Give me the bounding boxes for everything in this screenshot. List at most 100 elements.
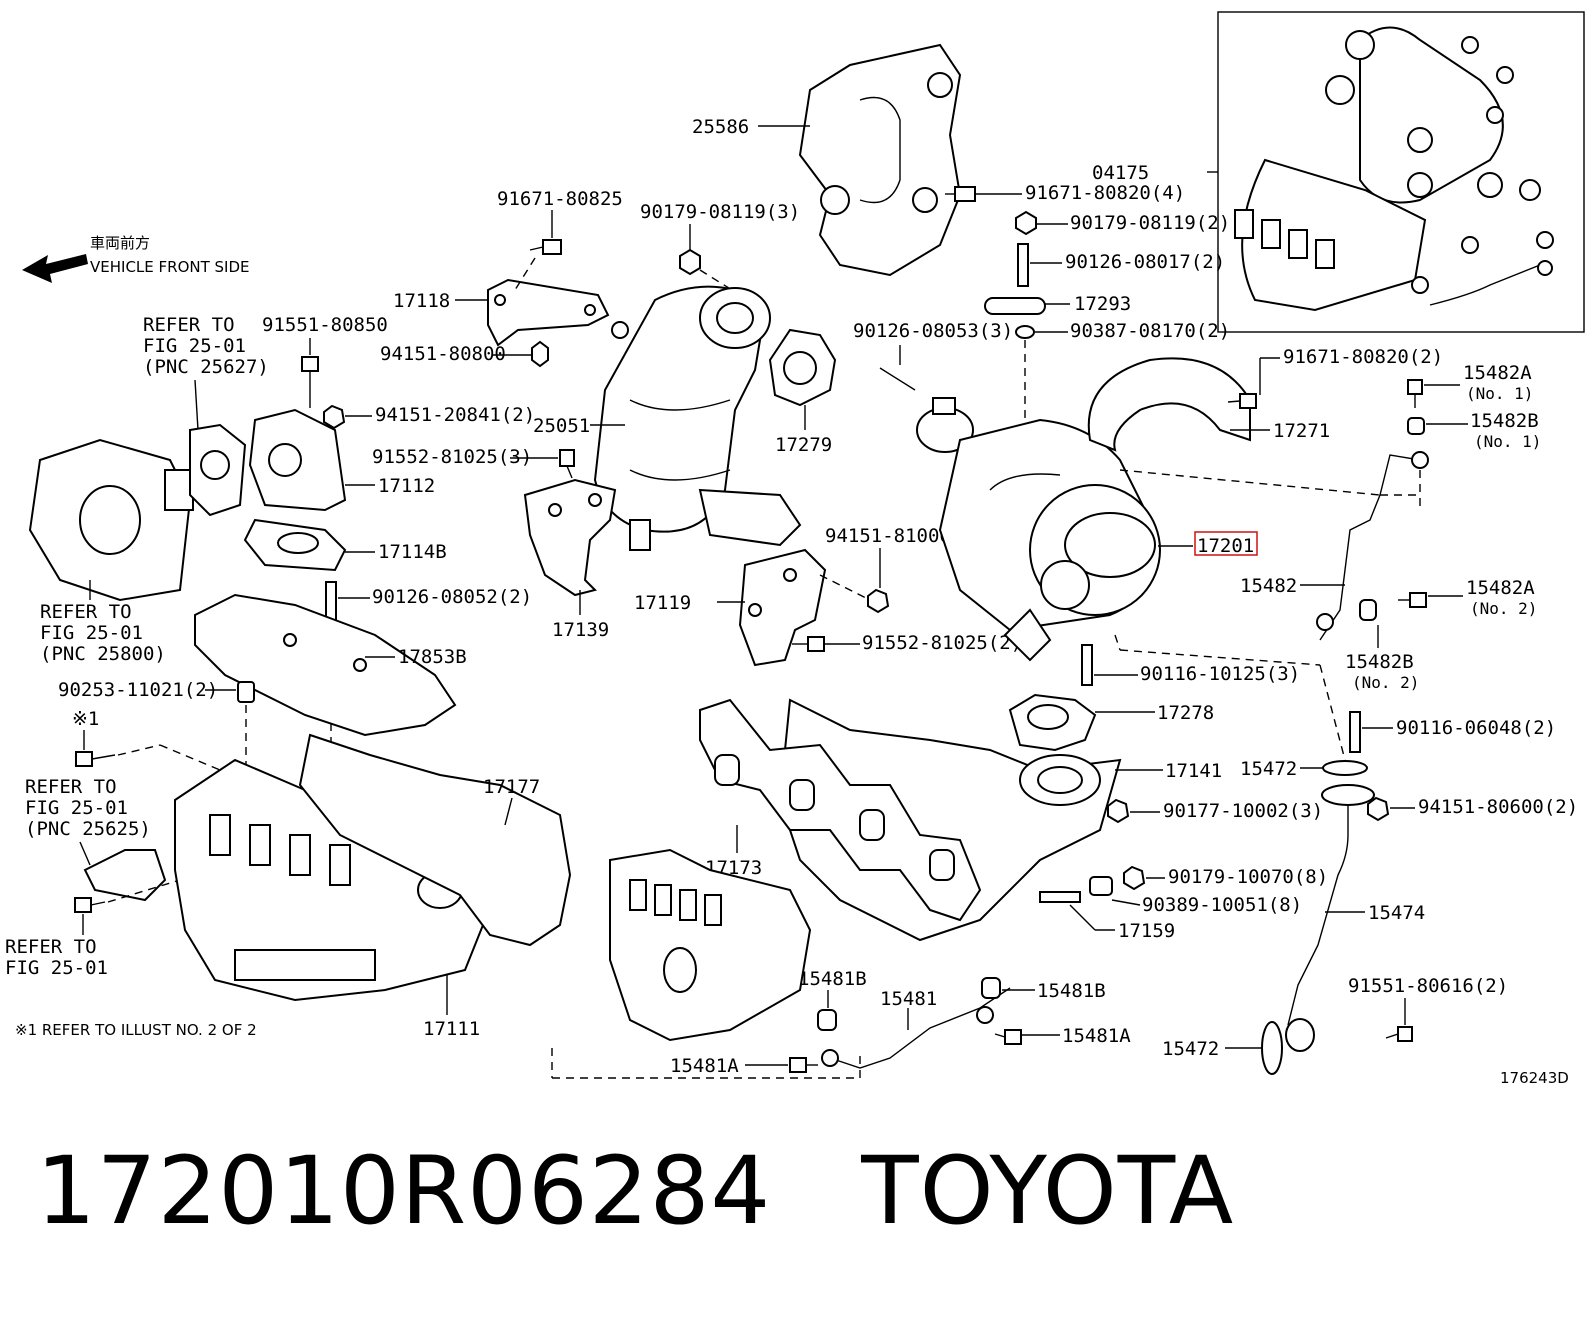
throttle-body-17112 — [248, 408, 347, 512]
turbocharger-17201 — [916, 397, 1161, 662]
stud-90126-08017-2 — [1017, 243, 1029, 287]
bracket-17118 — [487, 278, 610, 347]
label-17279: 17279 — [775, 434, 832, 456]
label-17201-highlight — [1194, 531, 1258, 556]
bolt-91671-80820-4 — [945, 186, 976, 202]
refer-3-line2: FIG 25-01 — [25, 797, 128, 819]
label-17141: 17141 — [1165, 760, 1222, 782]
label-17278: 17278 — [1157, 702, 1214, 724]
refer-4-line2: FIG 25-01 — [5, 957, 108, 979]
refer-mark-1: ※1 — [72, 708, 99, 730]
label-15472-upper: 15472 — [1240, 758, 1297, 780]
gasket-25627 — [189, 423, 247, 517]
refer-1-line2: FIG 25-01 — [143, 335, 246, 357]
dowel-90253-11021 — [237, 681, 255, 703]
vehicle-front-english: VEHICLE FRONT SIDE — [90, 258, 250, 276]
bracket-25625 — [83, 849, 167, 902]
label-17118: 17118 — [393, 290, 450, 312]
label-91552-81025-3: 91552-81025(3) — [372, 446, 532, 468]
label-17159: 17159 — [1118, 920, 1175, 942]
label-25051: 25051 — [533, 415, 590, 437]
label-94151-81000: 94151-81000 — [825, 525, 951, 547]
label-94151-80800: 94151-80800 — [380, 343, 506, 365]
label-91671-80820-4: 91671-80820(4) — [1025, 182, 1185, 204]
gasket-17279 — [768, 328, 837, 407]
label-90179-08119-2: 90179-08119(2) — [1070, 212, 1230, 234]
label-91552-81025-2: 91552-81025(2) — [862, 632, 1022, 654]
oil-pipe-15482 — [1316, 451, 1429, 641]
insulator-17271 — [1087, 357, 1251, 452]
refer-2-line1: REFER TO — [40, 601, 132, 623]
label-17853B: 17853B — [398, 646, 467, 668]
label-15474: 15474 — [1368, 902, 1425, 924]
egr-valve-left — [28, 438, 194, 602]
caption: 172010R06284 TOYOTA — [36, 1132, 1234, 1252]
bolt-91671-80820-2 — [1227, 393, 1257, 409]
gasket-17114B — [243, 518, 347, 572]
label-90389-10051-8: 90389-10051(8) — [1142, 894, 1302, 916]
label-15482B-no2: 15482B — [1345, 651, 1414, 673]
heat-shield-25586 — [798, 43, 962, 277]
bolt-91671-80825 — [529, 239, 562, 255]
washer-90387-08170-2 — [1015, 325, 1035, 339]
label-90179-08119-3: 90179-08119(3) — [640, 201, 800, 223]
exhaust-manifold-17141 — [778, 698, 1122, 942]
refer-1-line1: REFER TO — [143, 314, 235, 336]
bolt-15482A-no2 — [1398, 592, 1427, 608]
stud-90126-08053 — [879, 367, 916, 391]
label-90179-10070-8: 90179-10070(8) — [1168, 866, 1328, 888]
vehicle-front-arrow-icon — [22, 254, 88, 283]
bracket-17139 — [523, 478, 617, 597]
nut-90179-10070 — [1123, 865, 1146, 891]
label-15481A-right: 15481A — [1062, 1025, 1131, 1047]
label-17271: 17271 — [1273, 420, 1330, 442]
label-15482A-no1-sub: (No. 1) — [1466, 384, 1533, 403]
label-94151-80600-2: 94151-80600(2) — [1418, 796, 1578, 818]
label-25586: 25586 — [692, 116, 749, 138]
gasket-15481B-left — [817, 1009, 837, 1031]
label-15481B-left: 15481B — [798, 968, 867, 990]
oil-pipe-15481 — [821, 987, 1011, 1069]
nut-90179-08119-2 — [1015, 210, 1037, 236]
gasket-17177 — [298, 733, 572, 947]
label-90387-08170-2: 90387-08170(2) — [1070, 320, 1230, 342]
refer-4-line1: REFER TO — [5, 936, 97, 958]
engine-block — [609, 848, 812, 1042]
gasket-17278 — [1008, 693, 1097, 752]
gasket-15482B-no2 — [1359, 599, 1377, 621]
label-15482A-no1: 15482A — [1463, 362, 1532, 384]
nut-90179-08119-3 — [679, 248, 701, 276]
label-17177: 17177 — [483, 776, 540, 798]
caption-brand: TOYOTA — [861, 1137, 1235, 1246]
label-17201: 17201 — [1197, 535, 1254, 557]
label-90116-06048-2: 90116-06048(2) — [1396, 717, 1556, 739]
label-90126-08017-2: 90126-08017(2) — [1065, 251, 1225, 273]
gasket-15472-upper — [1322, 760, 1368, 776]
gasket-17173 — [699, 698, 982, 922]
label-17114B: 17114B — [378, 541, 447, 563]
label-15481: 15481 — [880, 988, 937, 1010]
bolt-15481A-right — [994, 1029, 1022, 1045]
label-15482: 15482 — [1240, 575, 1297, 597]
stud-17159 — [1039, 891, 1081, 903]
inset-gasket-kit — [1217, 11, 1585, 333]
refer-3-line1: REFER TO — [25, 776, 117, 798]
label-91671-80820-2: 91671-80820(2) — [1283, 346, 1443, 368]
stud-90116-06048 — [1349, 711, 1361, 753]
label-15472-lower: 15472 — [1162, 1038, 1219, 1060]
label-17293: 17293 — [1074, 293, 1131, 315]
label-91551-80616-2: 91551-80616(2) — [1348, 975, 1508, 997]
bolt-ref-1 — [75, 751, 116, 767]
label-17139: 17139 — [552, 619, 609, 641]
gasket-15472-lower — [1261, 1021, 1283, 1075]
label-15482B-no1: 15482B — [1470, 410, 1539, 432]
bolt-91552-81025-2 — [792, 636, 825, 652]
nut-94151-20841 — [323, 404, 346, 430]
label-04175: 04175 — [1092, 162, 1149, 184]
label-90253-11021-2: 90253-11021(2) — [58, 679, 218, 701]
gasket-15481B-right — [981, 977, 1001, 999]
nut-94151-80800 — [531, 340, 549, 368]
label-91551-80850: 91551-80850 — [262, 314, 388, 336]
label-17111: 17111 — [423, 1018, 480, 1040]
label-17119: 17119 — [634, 592, 691, 614]
